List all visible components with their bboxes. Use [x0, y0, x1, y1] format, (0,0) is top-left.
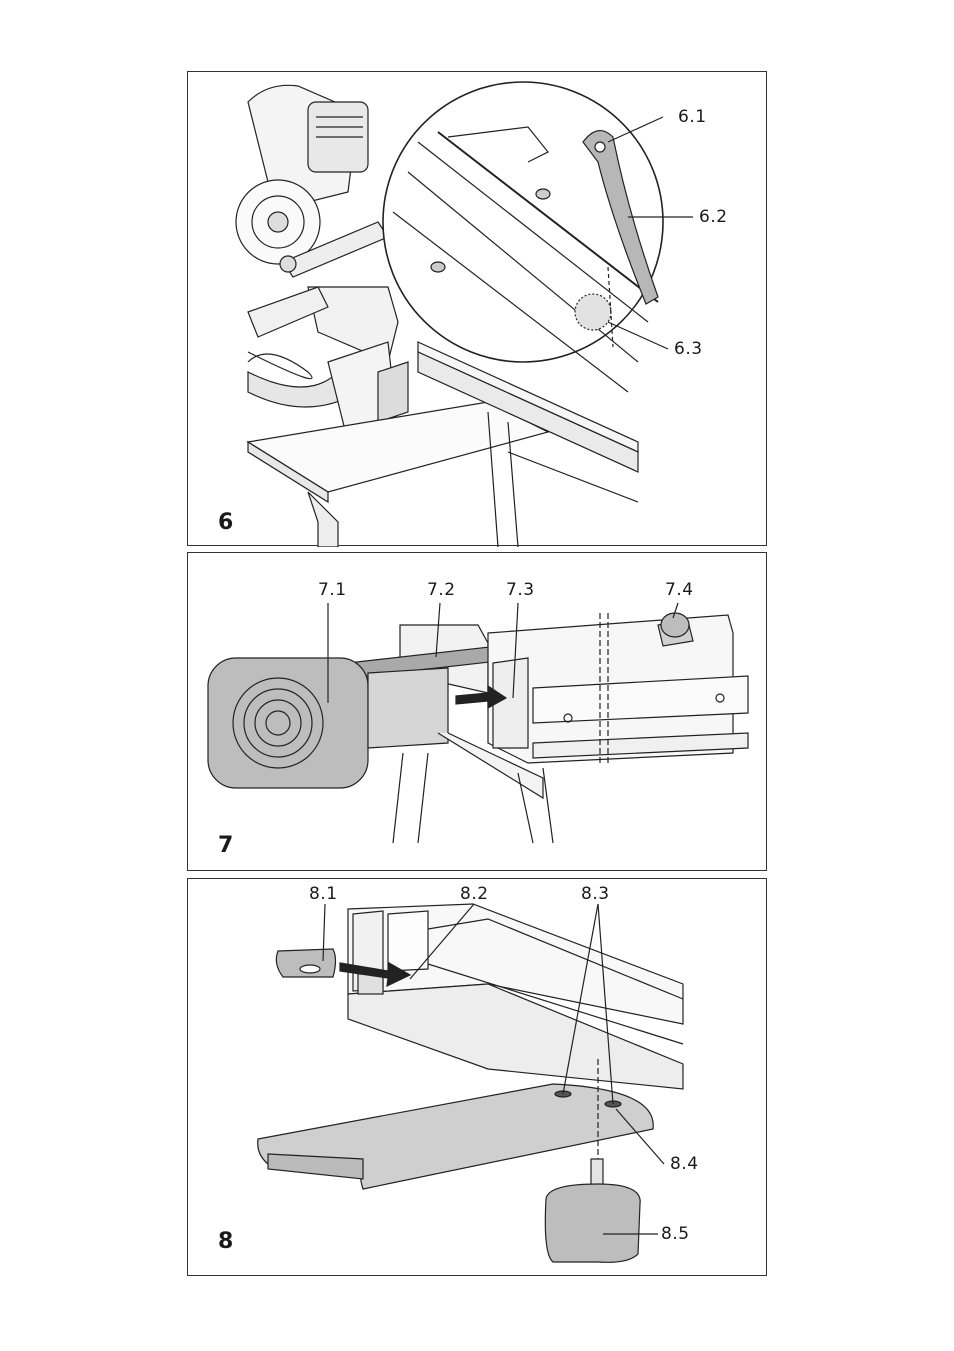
- callout-6-3: 6.3: [674, 339, 703, 359]
- figure-6-panel: 6.1 6.2 6.3 6: [187, 71, 767, 546]
- callout-8-5: 8.5: [661, 1224, 690, 1244]
- figure-8-panel: 8.1 8.2 8.3 8.4 8.5 8: [187, 878, 767, 1276]
- figure-6-number: 6: [218, 510, 233, 535]
- callout-8-4: 8.4: [670, 1154, 699, 1174]
- figure-7-number: 7: [218, 833, 233, 858]
- callout-7-4: 7.4: [665, 580, 694, 600]
- callout-7-1: 7.1: [318, 580, 347, 600]
- callout-8-2: 8.2: [460, 884, 489, 904]
- callout-6-2: 6.2: [699, 207, 728, 227]
- figure-8-number: 8: [218, 1229, 233, 1254]
- figure-7-illustration: [188, 553, 768, 872]
- callout-6-1: 6.1: [678, 107, 707, 127]
- figure-7-panel: 7.1 7.2 7.3 7.4 7: [187, 552, 767, 871]
- callout-8-3: 8.3: [581, 884, 610, 904]
- callout-7-2: 7.2: [427, 580, 456, 600]
- figure-6-illustration: [188, 72, 768, 547]
- callout-8-1: 8.1: [309, 884, 338, 904]
- figure-8-illustration: [188, 879, 768, 1277]
- callout-7-3: 7.3: [506, 580, 535, 600]
